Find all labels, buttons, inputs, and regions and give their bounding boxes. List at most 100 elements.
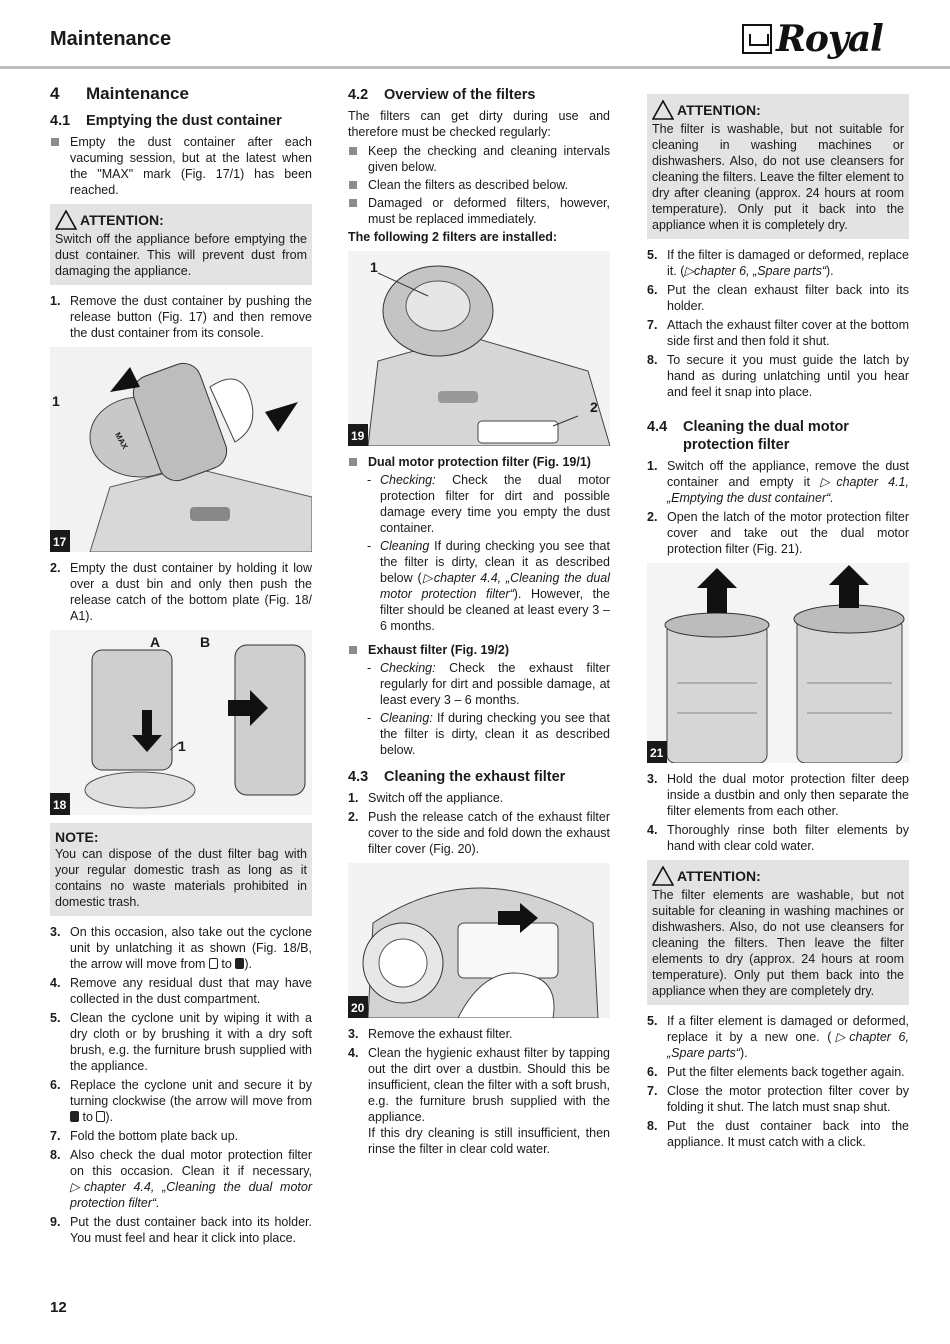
step-8: 8. Also check the dual motor protection …	[50, 1148, 312, 1210]
step-1: 1. Switch off the appliance, remove the …	[647, 459, 909, 505]
section-title: Emptying the dust container	[86, 113, 282, 129]
figure-number: 19	[348, 424, 369, 446]
column-2: 4.2 Overview of the filters The filters …	[348, 86, 610, 1160]
page-number: 12	[50, 1299, 67, 1316]
step-4: 4. Clean the hygienic exhaust filter by …	[348, 1046, 610, 1156]
chapter-reference-link[interactable]: ▷chapter 6, „Spare parts“	[684, 264, 826, 278]
figure-callout-1: 1	[52, 393, 60, 409]
step-4: 4. Remove any residual dust that may hav…	[50, 976, 312, 1006]
unlocked-padlock-icon	[96, 1111, 106, 1122]
figure-17-illustration	[50, 347, 312, 552]
figure-number: 20	[348, 996, 369, 1018]
step-8: 8. To secure it you must guide the latch…	[647, 353, 909, 399]
brand-name: Royal	[776, 18, 884, 60]
chapter-heading: 4 Maintenance	[50, 84, 312, 103]
figure-21: 21	[647, 563, 909, 763]
step-4: 4. Thoroughly rinse both filter elements…	[647, 823, 909, 853]
attention-title: ATTENTION:	[54, 209, 307, 230]
note-text: You can dispose of the dust filter bag w…	[55, 847, 307, 909]
figure-21-illustration	[647, 563, 909, 763]
filters-intro: The filters can get dirty during use and…	[348, 109, 610, 139]
brand-logo: Royal	[742, 18, 884, 60]
step-3: 3. Remove the exhaust filter.	[348, 1027, 513, 1041]
list-item: Keep the checking and cleaning intervals…	[348, 143, 610, 175]
note-box: NOTE: You can dispose of the dust filter…	[50, 823, 312, 916]
warning-triangle-icon	[54, 209, 78, 230]
page-header: Maintenance Royal	[0, 0, 950, 70]
filter-2-checking: - Checking: Check the exhaust filter reg…	[367, 661, 611, 707]
attention-box: ATTENTION: The filter elements are washa…	[647, 860, 909, 1005]
step-7: 7. Attach the exhaust filter cover at th…	[647, 318, 909, 348]
step-1: 1. Switch off the appliance.	[348, 791, 504, 805]
step-2: 2. Empty the dust container by holding i…	[50, 561, 312, 623]
attention-text: The filter is washable, but not suitable…	[652, 122, 904, 232]
warning-triangle-icon	[651, 99, 675, 120]
chapter-reference-link[interactable]: ▷chapter 6, „Spare parts“	[667, 1030, 909, 1060]
attention-text: Switch off the appliance before emptying…	[55, 232, 307, 278]
section-4-2-heading: 4.2 Overview of the filters	[348, 87, 536, 103]
step-6: 6. Replace the cyclone unit and secure i…	[50, 1078, 312, 1124]
locked-padlock-icon	[235, 958, 245, 969]
figure-number: 21	[647, 741, 668, 763]
chapter-title: Maintenance	[86, 84, 189, 103]
figure-callout-2: 2	[590, 399, 598, 415]
intro-bullet: Empty the dust container after each vacu…	[50, 134, 312, 198]
filter-2-title: Exhaust filter (Fig. 19/2)	[348, 642, 610, 658]
filter-1-checking: - Checking: Check the dual motor protect…	[367, 473, 611, 535]
warning-triangle-icon	[651, 865, 675, 886]
step-3: 3. Hold the dual motor protection filter…	[647, 772, 909, 818]
figure-number: 18	[50, 793, 71, 815]
column-3: ATTENTION: The filter is washable, but n…	[647, 94, 909, 1153]
figure-19: 1 2 19	[348, 251, 610, 446]
step-5: 5. Clean the cyclone unit by wiping it w…	[50, 1011, 312, 1073]
figure-20-illustration	[348, 863, 610, 1018]
attention-text: The filter elements are washable, but no…	[652, 888, 904, 998]
filter-1-title: Dual motor protection filter (Fig. 19/1)	[348, 454, 610, 470]
list-item: Damaged or deformed filters, however, mu…	[348, 195, 610, 227]
column-1: 4 Maintenance 4.1 Emptying the dust cont…	[50, 84, 312, 1249]
figure-number: 17	[50, 530, 71, 552]
step-5: 5. If a filter element is damaged or def…	[647, 1014, 909, 1060]
step-6: 6. Put the clean exhaust filter back int…	[647, 283, 909, 313]
header-title: Maintenance	[50, 28, 172, 50]
attention-title: ATTENTION:	[651, 99, 904, 120]
step-7: 7. Close the motor protection filter cov…	[647, 1084, 909, 1114]
section-4-4-heading: 4.4 Cleaning the dual motor protection f…	[647, 419, 849, 453]
step-7: 7. Fold the bottom plate back up.	[50, 1129, 239, 1143]
list-item: Clean the filters as described below.	[348, 177, 610, 193]
figure-18-illustration	[50, 630, 312, 815]
step-5: 5. If the filter is damaged or deformed,…	[647, 248, 909, 278]
section-4-3-heading: 4.3 Cleaning the exhaust filter	[348, 769, 566, 785]
step-8: 8. Put the dust container back into the …	[647, 1119, 909, 1149]
filter-1-cleaning: - Cleaning If during checking you see th…	[367, 539, 611, 633]
step-2: 2. Push the release catch of the exhaust…	[348, 810, 610, 856]
unlocked-padlock-icon	[208, 958, 218, 969]
figure-label-a: A	[150, 634, 161, 650]
attention-box: ATTENTION: Switch off the appliance befo…	[50, 204, 312, 285]
step-3: 3. On this occasion, also take out the c…	[50, 925, 312, 971]
step-1: 1. Remove the dust container by pushing …	[50, 294, 312, 340]
header-divider	[0, 66, 950, 69]
section-number: 4.1	[50, 113, 71, 129]
chapter-number: 4	[50, 84, 60, 103]
figure-callout-1: 1	[178, 738, 186, 754]
section-4-1-heading: 4.1 Emptying the dust container	[50, 112, 312, 130]
step-9: 9. Put the dust container back into its …	[50, 1215, 312, 1245]
step-6: 6. Put the filter elements back together…	[647, 1065, 905, 1079]
note-title: NOTE:	[55, 829, 99, 845]
attention-title: ATTENTION:	[651, 865, 904, 886]
figure-callout-1: 1	[370, 259, 378, 275]
filter-2-cleaning: - Cleaning: If during checking you see t…	[367, 711, 610, 757]
locked-padlock-icon	[70, 1111, 79, 1122]
step-4-followup: If this dry cleaning is still insufficie…	[368, 1126, 610, 1156]
chapter-reference-link[interactable]: ▷chapter 4.4, „Cleaning the dual motor p…	[380, 571, 611, 601]
step-2: 2. Open the latch of the motor protectio…	[647, 510, 909, 556]
figure-19-illustration	[348, 251, 610, 446]
crown-crest-icon	[742, 24, 772, 54]
chapter-reference-link[interactable]: ▷chapter 4.1, „Emptying the dust contain…	[667, 475, 909, 505]
figure-18: A B 1 18	[50, 630, 312, 815]
figure-17: 1 MAX 17	[50, 347, 312, 552]
figure-label-b: B	[200, 634, 211, 650]
chapter-reference-link[interactable]: ▷chapter 4.4, „Cleaning the dual motor p…	[70, 1180, 312, 1210]
installed-filters-label: The following 2 filters are installed:	[348, 230, 558, 244]
